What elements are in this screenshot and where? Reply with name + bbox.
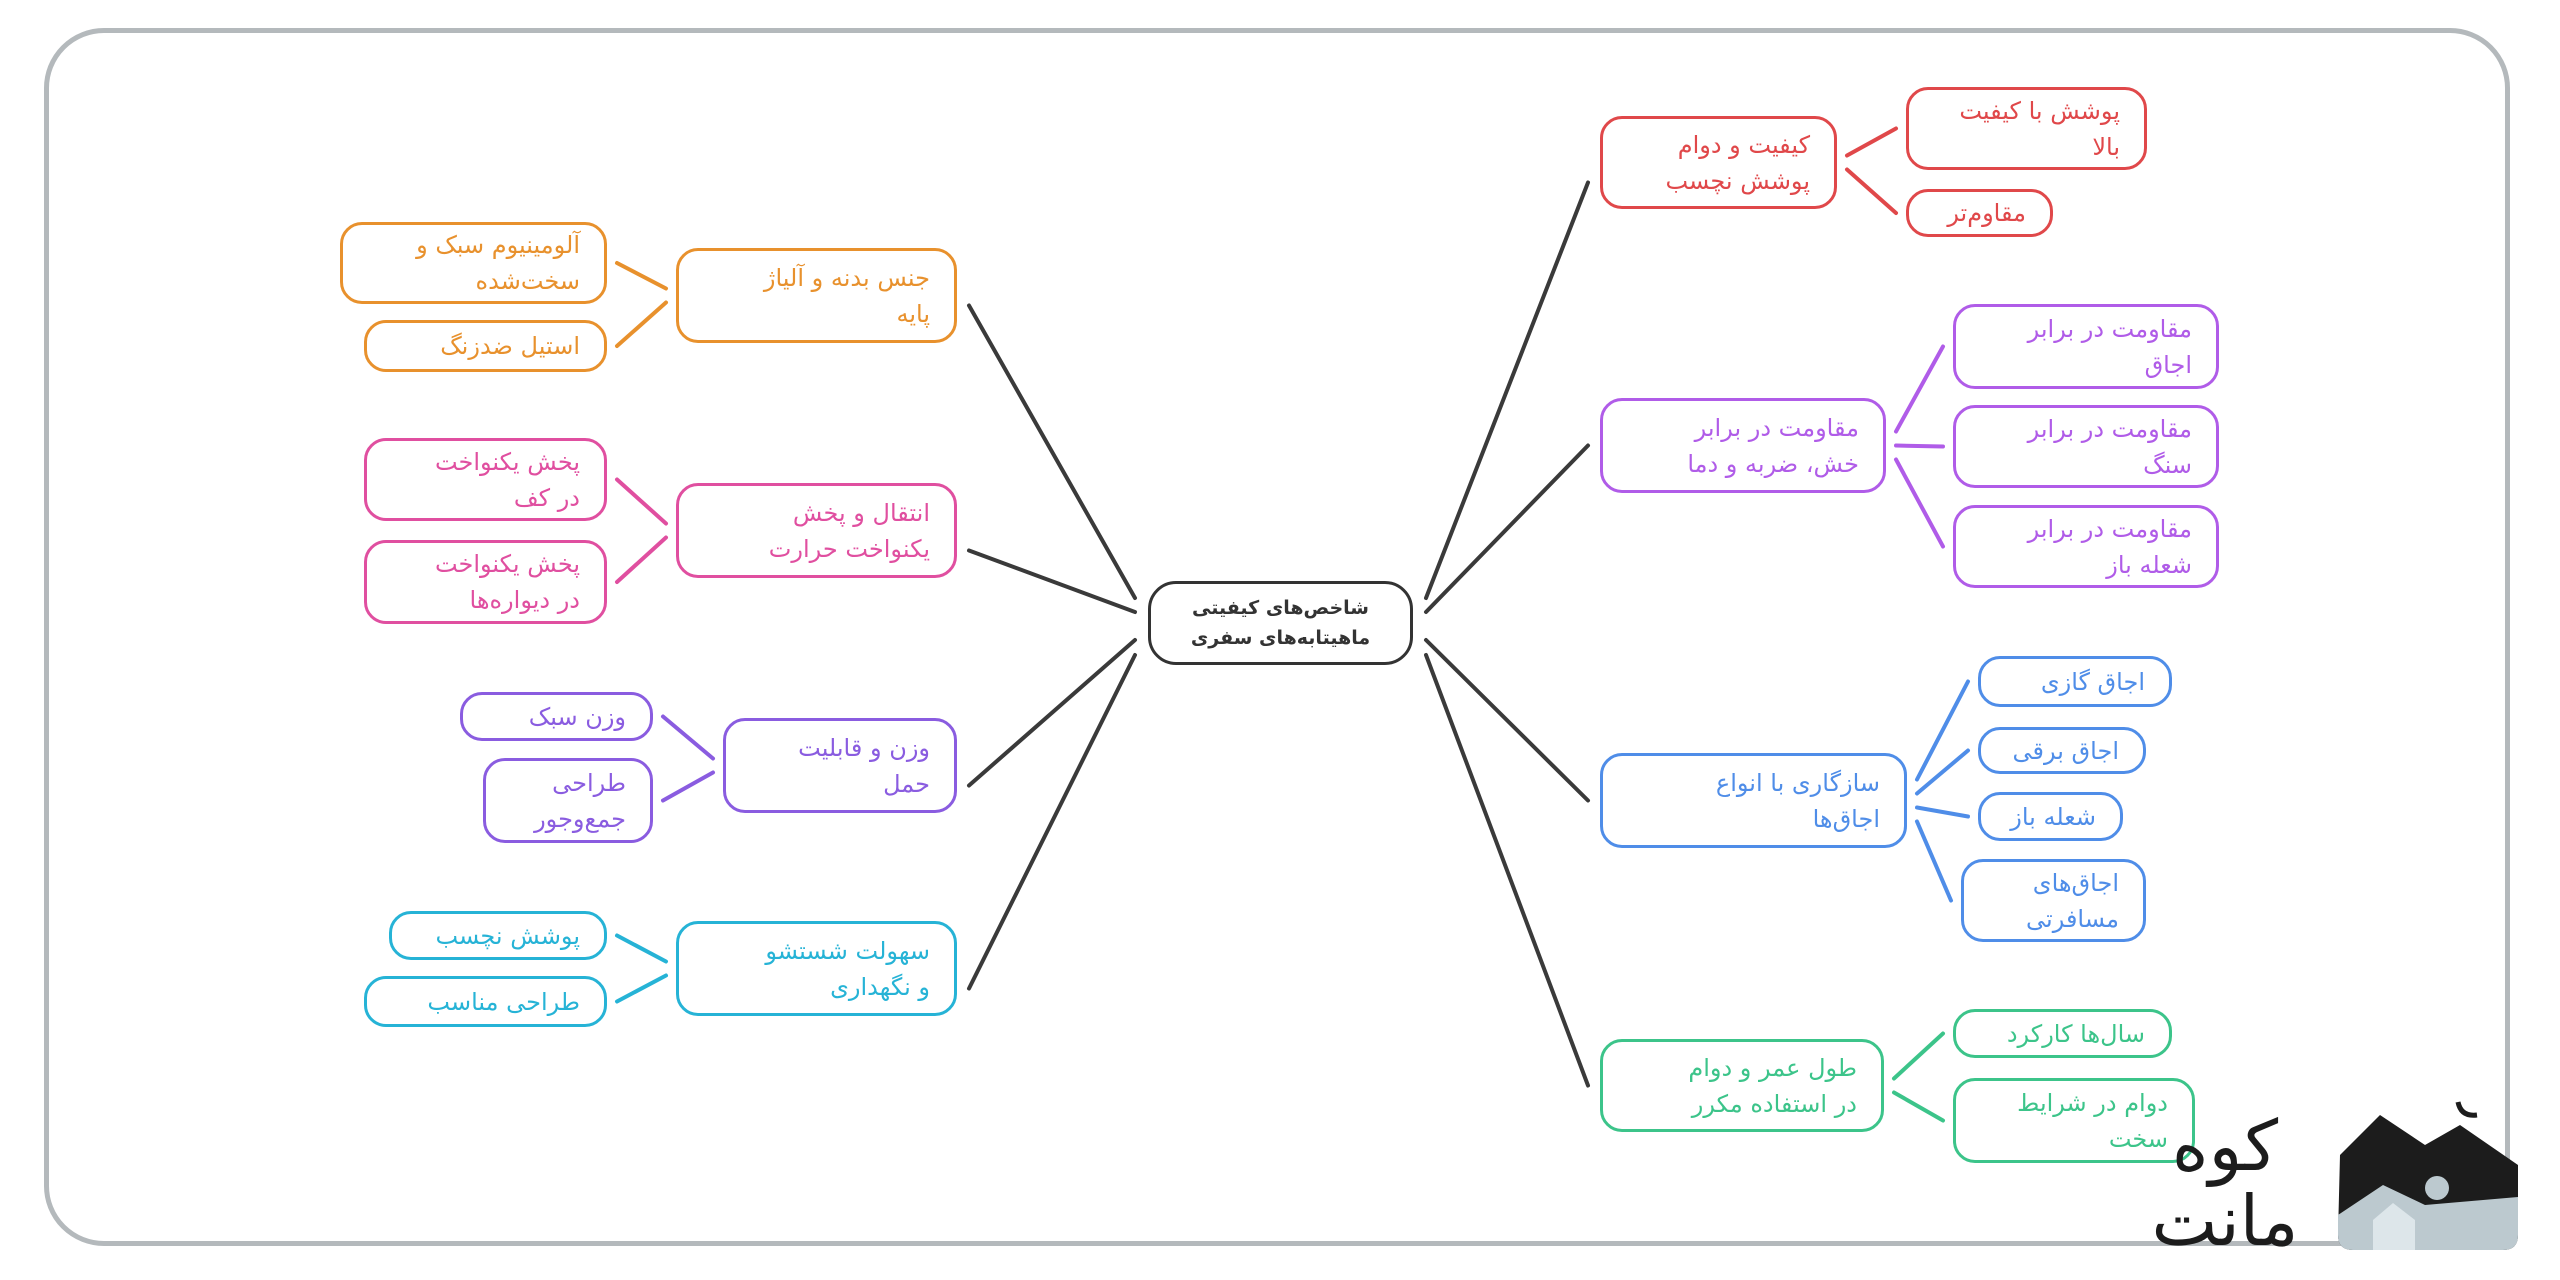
child-link-resist — [1894, 344, 1945, 434]
logo-icon — [2338, 1101, 2518, 1250]
branch-clean[interactable]: سهولت شستشو و نگهداری — [676, 921, 957, 1016]
child-link-life — [1892, 1090, 1945, 1123]
branch-body[interactable]: جنس بدنه و آلیاژ پایه — [676, 248, 957, 343]
leaf-clean-1[interactable]: طراحی مناسب — [364, 976, 607, 1027]
leaf-life-1[interactable]: دوام در شرایط سخت — [1953, 1078, 2195, 1163]
leaf-body-1[interactable]: استیل ضدزنگ — [364, 320, 607, 372]
leaf-stoves-1[interactable]: اجاق برقی — [1978, 727, 2146, 774]
center-link-clean — [967, 653, 1137, 991]
leaf-coating-1[interactable]: مقاوم‌تر — [1906, 189, 2053, 237]
leaf-weight-0[interactable]: وزن سبک — [460, 692, 653, 741]
center-link-coating — [1424, 180, 1590, 600]
outer-frame — [44, 28, 2510, 1246]
child-link-weight — [661, 770, 715, 803]
branch-heat[interactable]: انتقال و پخش یکنواخت حرارت — [676, 483, 957, 578]
child-link-body — [615, 261, 668, 291]
branch-coating[interactable]: کیفیت و دوام پوشش نچسب — [1600, 116, 1837, 209]
leaf-stoves-0[interactable]: اجاق گازی — [1978, 656, 2172, 707]
child-link-stoves — [1915, 805, 1970, 819]
child-link-clean — [615, 973, 668, 1004]
child-link-resist — [1894, 443, 1945, 449]
leaf-resist-2[interactable]: مقاومت در برابر شعله باز — [1953, 505, 2219, 588]
center-link-weight — [967, 638, 1137, 788]
child-link-stoves — [1915, 679, 1970, 782]
child-link-coating — [1845, 167, 1898, 215]
leaf-heat-1[interactable]: پخش یکنواخت در دیواره‌ها — [364, 540, 607, 624]
center-link-body — [967, 303, 1137, 600]
leaf-resist-0[interactable]: مقاومت در برابر اجاق — [1953, 304, 2219, 389]
child-link-life — [1892, 1031, 1945, 1081]
center-link-life — [1424, 653, 1590, 1088]
leaf-heat-0[interactable]: پخش یکنواخت در کف — [364, 438, 607, 521]
center-link-stoves — [1424, 638, 1590, 803]
leaf-weight-1[interactable]: طراحی جمع‌وجور — [483, 758, 653, 843]
koohmount-logo: کوه مانت — [2151, 1101, 2518, 1255]
branch-stoves[interactable]: سازگاری با انواع اجاق‌ها — [1600, 753, 1907, 848]
child-link-resist — [1894, 457, 1945, 549]
child-link-weight — [661, 714, 715, 761]
child-link-stoves — [1915, 819, 1953, 903]
logo-text-2: مانت — [2151, 1180, 2298, 1255]
center-link-heat — [967, 548, 1137, 614]
branch-resist[interactable]: مقاومت در برابر خش، ضربه و دما — [1600, 398, 1886, 493]
leaf-body-0[interactable]: آلومینیوم سبک و سخت‌شده — [340, 222, 607, 304]
leaf-coating-0[interactable]: پوشش با کیفیت بالا — [1906, 87, 2147, 170]
child-link-heat — [615, 535, 668, 584]
child-link-coating — [1845, 126, 1898, 158]
branch-weight[interactable]: وزن و قابلیت حمل — [723, 718, 957, 813]
child-link-heat — [615, 477, 668, 526]
leaf-resist-1[interactable]: مقاومت در برابر سنگ — [1953, 405, 2219, 488]
logo-text: کوه — [2172, 1105, 2279, 1187]
branch-life[interactable]: طول عمر و دوام در استفاده مکرر — [1600, 1039, 1884, 1132]
central-topic[interactable]: شاخص‌های کیفیتی ماهیتابه‌های سفری — [1148, 581, 1413, 665]
center-link-resist — [1424, 443, 1590, 614]
leaf-stoves-3[interactable]: اجاق‌های مسافرتی — [1961, 859, 2146, 942]
child-link-body — [615, 300, 668, 348]
child-link-stoves — [1915, 748, 1970, 796]
leaf-stoves-2[interactable]: شعله باز — [1978, 792, 2123, 841]
leaf-life-0[interactable]: سال‌ها کارکرد — [1953, 1009, 2172, 1058]
leaf-clean-0[interactable]: پوشش نچسب — [389, 911, 607, 960]
child-link-clean — [615, 933, 668, 964]
